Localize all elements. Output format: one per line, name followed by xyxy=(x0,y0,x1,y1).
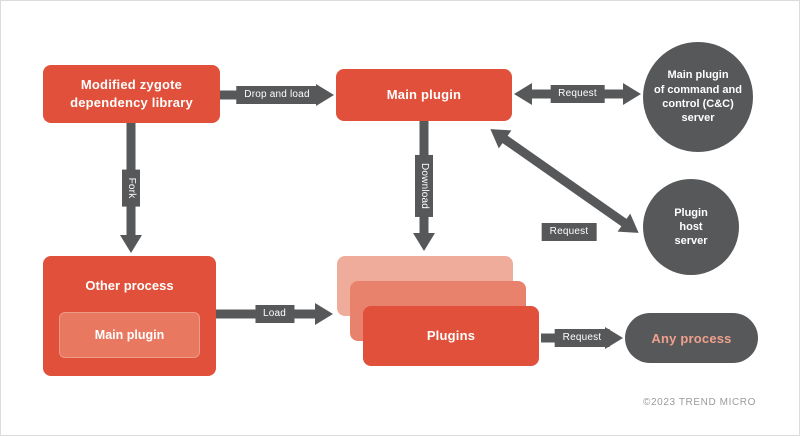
edge-label-load: Load xyxy=(254,305,295,323)
arrowhead-right-icon xyxy=(623,83,641,105)
node-cc-server: Main plugin of command and control (C&C)… xyxy=(643,42,753,152)
node-other-process-label: Other process xyxy=(85,278,174,293)
arrow-request-any: Request xyxy=(541,327,623,349)
arrow-request-cc: Request xyxy=(514,83,641,105)
plugin-host-line-2: host xyxy=(679,220,703,233)
node-nested-main-plugin-label: Main plugin xyxy=(94,328,165,342)
label-line-1: Modified zygote xyxy=(80,76,183,92)
node-main-plugin-label: Main plugin xyxy=(386,86,462,102)
edge-label-fork: Fork xyxy=(122,169,140,207)
arrow-fork: Fork xyxy=(120,123,142,253)
node-plugin-host-server: Plugin host server xyxy=(643,179,739,275)
node-nested-main-plugin: Main plugin xyxy=(59,312,200,358)
arrowhead-down-icon xyxy=(120,235,142,253)
cc-server-line-2: of command and xyxy=(653,83,742,96)
node-modified-zygote-library: Modified zygote dependency library xyxy=(43,65,220,123)
cc-server-line-3: control (C&C) xyxy=(662,98,734,110)
edge-label-download: Download xyxy=(415,154,433,218)
arrowhead-right-icon xyxy=(315,303,333,325)
arrow-download: Download xyxy=(413,121,435,251)
edge-label-request-host: Request xyxy=(541,223,597,241)
cc-server-line-1: Main plugin xyxy=(667,69,729,82)
arrow-shaft xyxy=(500,134,629,228)
arrow-drop-and-load: Drop and load xyxy=(220,84,334,106)
edge-label-request-any: Request xyxy=(554,329,610,347)
arrowhead-right-icon xyxy=(316,84,334,106)
plugin-host-line-3: server xyxy=(674,235,708,248)
label-line-2: dependency library xyxy=(70,95,193,110)
cc-server-line-4: server xyxy=(681,112,715,125)
node-main-plugin: Main plugin xyxy=(336,69,512,121)
arrowhead-down-icon xyxy=(413,233,435,251)
edge-label-drop-and-load: Drop and load xyxy=(236,86,318,104)
node-other-process: Other process Main plugin xyxy=(43,256,216,376)
plugin-host-line-1: Plugin xyxy=(674,206,708,219)
edge-label-request-cc: Request xyxy=(550,85,605,103)
arrowhead-left-icon xyxy=(514,83,532,105)
node-plugins-label: Plugins xyxy=(426,327,476,343)
arrow-load: Load xyxy=(216,303,333,325)
node-plugins: Plugins xyxy=(363,306,539,366)
node-modified-zygote-library-label: Modified zygote dependency library xyxy=(70,76,193,112)
node-any-process: Any process xyxy=(625,313,758,363)
arrowhead-right-icon xyxy=(605,327,623,349)
node-any-process-label: Any process xyxy=(651,330,732,346)
copyright-text: ©2023 TREND MICRO xyxy=(643,397,756,408)
